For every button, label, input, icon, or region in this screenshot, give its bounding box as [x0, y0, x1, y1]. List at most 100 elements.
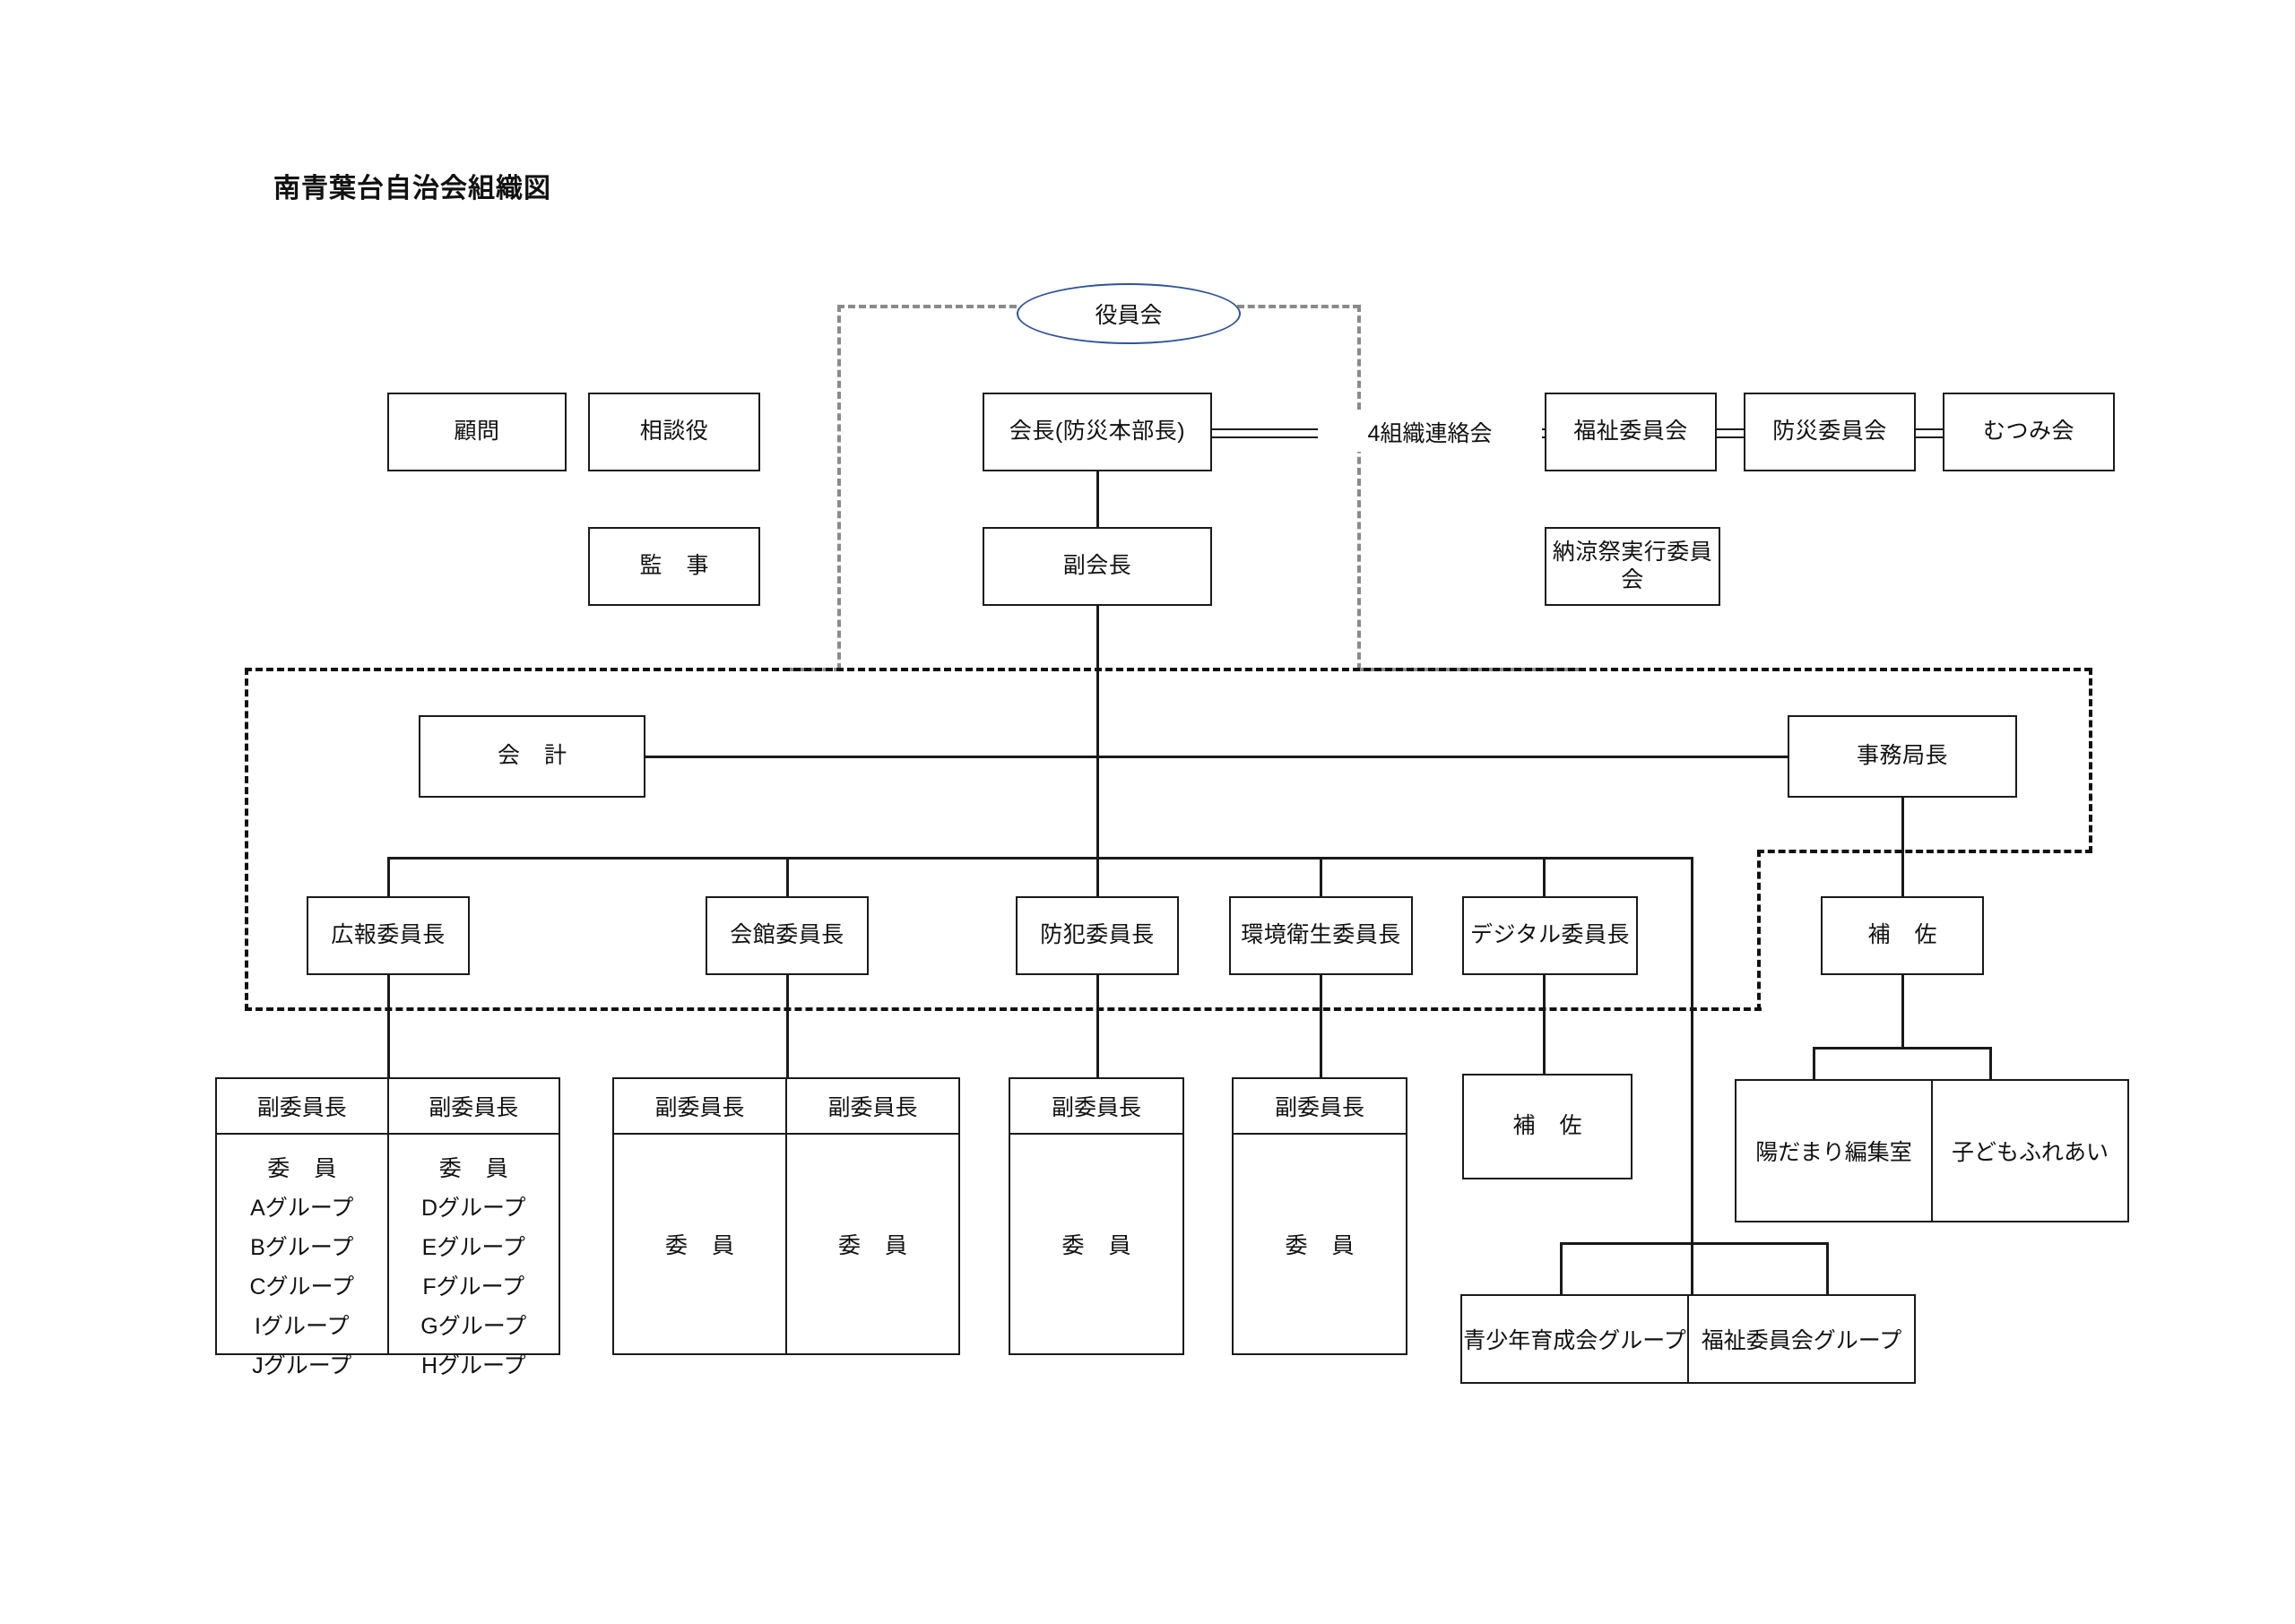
secretariat-subunit-1[interactable]: 子どもふれあい: [1951, 1140, 2109, 1165]
connector-president-to-vice: [1096, 471, 1099, 527]
bouhan-vice-chair-0[interactable]: 副委員長: [1010, 1079, 1182, 1135]
bouhan-member-label-0: 委 員: [1061, 1233, 1140, 1258]
node-auditor[interactable]: 監 事: [588, 527, 760, 606]
connector-president-to-liaison: [1212, 428, 1320, 438]
drop-to-kouhou: [387, 857, 390, 896]
kouhou-group-1-1[interactable]: Eグループ: [421, 1235, 525, 1260]
drop-to-bouhan: [1096, 857, 1099, 896]
kankyou-subtable: 副委員長 委 員: [1232, 1077, 1407, 1355]
operations-scope-right-dash: [2089, 668, 2092, 853]
connector-kankyou-to-table: [1320, 975, 1322, 1077]
board-scope-top-left-dash: [837, 305, 1017, 308]
kouhou-vice-chair-0[interactable]: 副委員長: [217, 1079, 387, 1135]
operations-scope-left-dash: [245, 668, 248, 1011]
kouhou-member-label-1: 委 員: [438, 1156, 517, 1181]
kouhou-group-0-4[interactable]: Jグループ: [252, 1353, 352, 1378]
page-title: 南青葉台自治会組織図: [273, 174, 551, 203]
digital-group-col-1: 福祉委員会グループ: [1687, 1296, 1914, 1382]
connector-kaikan-to-table: [786, 975, 789, 1077]
node-mutsumi-kai[interactable]: むつみ会: [1943, 393, 2115, 471]
kouhou-members-1: 委 員 Dグループ Eグループ Fグループ Gグループ Hグループ: [389, 1135, 559, 1384]
kaikan-subtable: 副委員長 委 員 副委員長 委 員: [612, 1077, 960, 1355]
bouhan-subtable-col-0: 副委員長 委 員: [1010, 1079, 1182, 1353]
node-committee-chair-kankyou[interactable]: 環境衛生委員長: [1229, 896, 1413, 975]
digital-group-split-right: [1826, 1242, 1829, 1294]
secretariat-subunit-0[interactable]: 陽だまり編集室: [1755, 1140, 1912, 1165]
drop-to-kaikan: [786, 857, 789, 896]
kouhou-vice-chair-1[interactable]: 副委員長: [388, 1079, 559, 1135]
connector-digital-to-assistant: [1543, 975, 1546, 1074]
kouhou-group-0-1[interactable]: Bグループ: [250, 1235, 354, 1260]
secretariat-split-right: [1989, 1047, 1992, 1079]
connector-secretary-to-assistant: [1901, 798, 1904, 896]
connector-disaster-to-mutsumi: [1914, 428, 1944, 438]
digital-group-0[interactable]: 青少年育成会グループ: [1463, 1328, 1686, 1353]
secretariat-subunit-col-1: 子どもふれあい: [1931, 1081, 2127, 1221]
kouhou-group-1-3[interactable]: Gグループ: [420, 1314, 527, 1339]
kouhou-subtable-col-0: 副委員長 委 員 Aグループ Bグループ Cグループ Iグループ Jグループ: [217, 1079, 387, 1378]
node-digital-assistant[interactable]: 補 佐: [1462, 1074, 1632, 1179]
node-vice-president[interactable]: 副会長: [983, 527, 1212, 606]
connector-kouhou-to-table: [387, 975, 390, 1077]
board-meeting-oval[interactable]: 役員会: [1017, 283, 1241, 344]
kouhou-group-0-2[interactable]: Cグループ: [249, 1274, 355, 1300]
node-committee-chair-digital[interactable]: デジタル委員長: [1462, 896, 1638, 975]
kaikan-members-0: 委 員: [614, 1135, 785, 1353]
board-scope-left-dash: [837, 305, 841, 670]
node-accounting[interactable]: 会 計: [419, 715, 645, 798]
node-committee-chair-bouhan[interactable]: 防犯委員長: [1016, 896, 1179, 975]
operations-scope-notch-top-dash: [1757, 850, 2092, 853]
board-scope-right-dash: [1357, 305, 1361, 670]
connector-accounting-to-secretary: [645, 756, 1788, 758]
bouhan-members-0: 委 員: [1010, 1135, 1182, 1353]
node-secretary-general[interactable]: 事務局長: [1788, 715, 2017, 798]
kouhou-subtable-col-1: 副委員長 委 員 Dグループ Eグループ Fグループ Gグループ Hグループ: [386, 1079, 559, 1378]
kankyou-members-0: 委 員: [1234, 1135, 1406, 1353]
node-counselor[interactable]: 相談役: [588, 393, 760, 471]
kouhou-group-1-4[interactable]: Hグループ: [420, 1353, 526, 1378]
drop-to-digital: [1543, 857, 1546, 896]
node-digital-assistant-label: 補 佐: [1512, 1113, 1591, 1139]
kouhou-group-0-3[interactable]: Iグループ: [255, 1314, 350, 1339]
kaikan-member-label-0: 委 員: [665, 1233, 743, 1258]
kouhou-subtable: 副委員長 委 員 Aグループ Bグループ Cグループ Iグループ Jグループ 副…: [215, 1077, 560, 1378]
secretariat-split-left: [1813, 1047, 1815, 1079]
node-accounting-label: 会 計: [498, 743, 576, 769]
node-secretariat-assistant[interactable]: 補 佐: [1821, 896, 1984, 975]
kaikan-vice-chair-0[interactable]: 副委員長: [614, 1079, 785, 1135]
digital-group-split-left: [1560, 1242, 1563, 1294]
node-secretariat-assistant-label: 補 佐: [1867, 922, 1946, 948]
drop-to-kankyou: [1320, 857, 1322, 896]
node-committee-chair-kouhou[interactable]: 広報委員長: [307, 896, 470, 975]
board-scope-top-right-dash: [1237, 305, 1360, 308]
kouhou-group-0-0[interactable]: Aグループ: [250, 1196, 354, 1221]
node-advisor[interactable]: 顧問: [387, 393, 567, 471]
node-summer-festival-committee[interactable]: 納涼祭実行委員会: [1545, 527, 1720, 606]
kouhou-member-label-0: 委 員: [267, 1156, 346, 1181]
connector-assistant-to-split: [1901, 975, 1904, 1047]
digital-group-col-0: 青少年育成会グループ: [1462, 1296, 1687, 1382]
kaikan-vice-chair-1[interactable]: 副委員長: [787, 1079, 958, 1135]
digital-group-1[interactable]: 福祉委員会グループ: [1701, 1328, 1902, 1353]
secretariat-subunits-table: 陽だまり編集室 子どもふれあい: [1735, 1079, 2129, 1222]
operations-scope-top-dash: [245, 668, 2091, 671]
connector-welfare-to-disaster: [1715, 428, 1745, 438]
node-welfare-committee[interactable]: 福祉委員会: [1545, 393, 1717, 471]
node-disaster-committee[interactable]: 防災委員会: [1744, 393, 1916, 471]
kouhou-group-1-2[interactable]: Fグループ: [422, 1274, 525, 1300]
kankyou-vice-chair-0[interactable]: 副委員長: [1234, 1079, 1406, 1135]
node-auditor-label: 監 事: [639, 553, 718, 579]
kouhou-members-0: 委 員 Aグループ Bグループ Cグループ Iグループ Jグループ: [217, 1135, 387, 1384]
digital-groups-table: 青少年育成会グループ 福祉委員会グループ: [1460, 1294, 1916, 1384]
kankyou-subtable-col-0: 副委員長 委 員: [1234, 1079, 1406, 1353]
secretariat-subunit-col-0: 陽だまり編集室: [1736, 1081, 1931, 1221]
kouhou-group-1-0[interactable]: Dグループ: [420, 1196, 526, 1221]
node-committee-chair-kaikan[interactable]: 会館委員長: [706, 896, 869, 975]
connector-vice-to-bus: [1096, 606, 1099, 857]
digital-group-split-bar: [1560, 1242, 1829, 1245]
node-4org-liaison[interactable]: 4組織連絡会: [1318, 412, 1542, 452]
secretariat-split-bar: [1813, 1047, 1992, 1050]
drop-right-rail: [1691, 857, 1693, 1294]
node-president[interactable]: 会長(防災本部長): [983, 393, 1212, 471]
